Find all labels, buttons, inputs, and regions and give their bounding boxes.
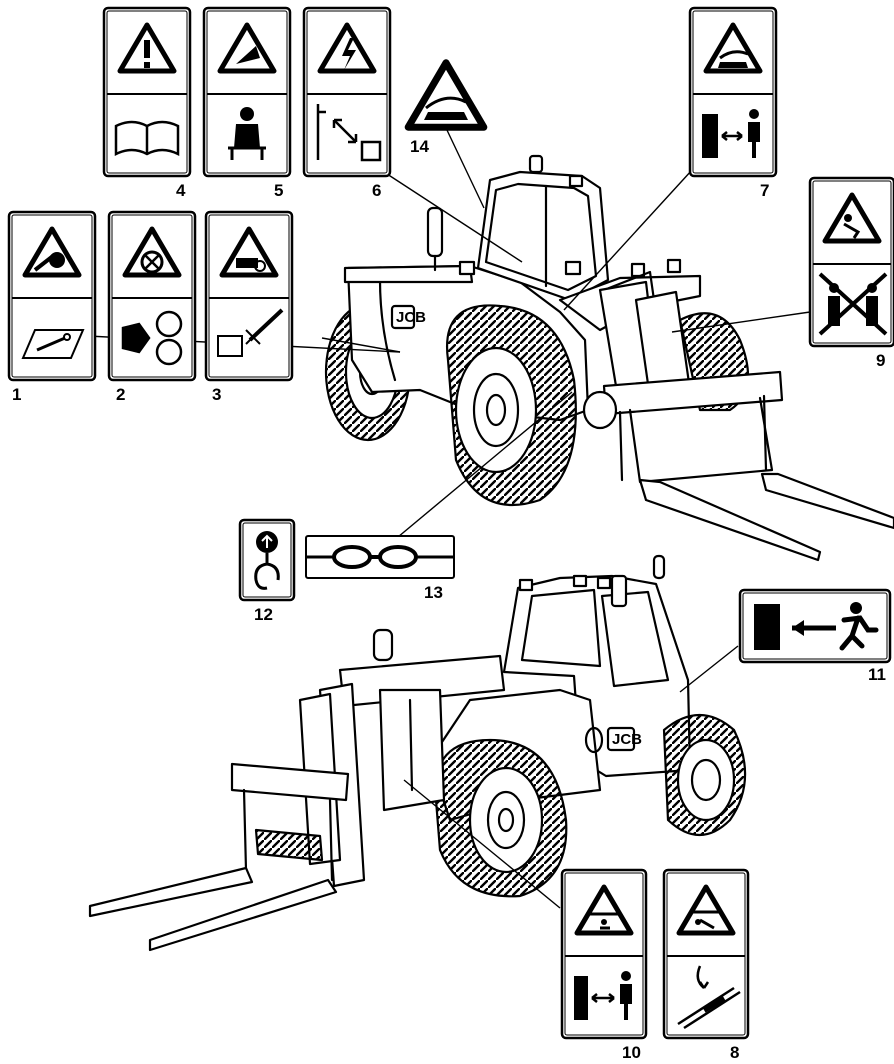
decal-label-11: 11	[868, 665, 886, 684]
decal-11	[738, 588, 892, 664]
keep-distance-icon	[702, 109, 760, 158]
disconnect-service-icon	[217, 308, 284, 357]
front-wheel-lower	[434, 738, 568, 898]
emergency-exit-icon	[754, 602, 879, 651]
decal-label-14: 14	[410, 137, 429, 156]
crush-hazard-warning-icon	[679, 887, 733, 933]
rotating-parts-icon	[121, 310, 183, 366]
seated-operator-icon	[228, 107, 266, 160]
forks	[638, 472, 894, 562]
rear-wheel-lower	[662, 713, 747, 836]
decal-label-1: 1	[12, 385, 22, 404]
decal-label-10: 10	[622, 1043, 641, 1062]
lifting-point-icon	[254, 531, 280, 590]
telehandler-front-view: JCB	[88, 554, 747, 952]
decal-label-2: 2	[116, 385, 126, 404]
decal-label-4: 4	[176, 181, 186, 200]
decal-6	[302, 6, 392, 178]
general-warning-icon	[120, 25, 174, 71]
decal-label-8: 8	[730, 1043, 740, 1062]
falling-object-warning-icon	[25, 229, 79, 275]
forks-lower	[88, 866, 338, 952]
jcb-badge-top: JCB	[396, 309, 426, 326]
decal-3	[204, 210, 294, 382]
manual-tools-icon	[21, 329, 85, 359]
keep-clear-icon	[574, 971, 632, 1020]
telehandler-rear-view: JCB	[324, 154, 894, 562]
decal-label-3: 3	[212, 385, 222, 404]
decal-5	[202, 6, 292, 178]
decal-7	[688, 6, 778, 178]
electrical-hazard-icon	[320, 25, 374, 71]
decal-9	[808, 176, 894, 348]
decal-2	[107, 210, 197, 382]
decal-12	[238, 518, 296, 602]
fork-carriage-lower	[230, 762, 350, 802]
decal-label-7: 7	[760, 181, 770, 200]
decal-10	[560, 868, 648, 1040]
fan-hazard-warning-icon	[125, 229, 179, 275]
decal-1	[7, 210, 97, 382]
decal-label-5: 5	[274, 181, 284, 200]
decal-8	[662, 868, 750, 1040]
falling-person-warning-icon	[825, 195, 879, 241]
decal-14	[408, 63, 484, 127]
machine-hazard-warning-icon	[222, 229, 276, 275]
read-manual-icon	[114, 120, 180, 157]
no-riders-icon	[818, 272, 888, 336]
decal-13	[305, 535, 455, 579]
decal-label-6: 6	[372, 181, 382, 200]
powerline-distance-icon	[316, 104, 382, 162]
decal-label-13: 13	[424, 583, 443, 602]
decal-4	[102, 6, 192, 178]
hot-surface-warning-icon	[706, 25, 760, 71]
decal-label-12: 12	[254, 605, 273, 624]
tie-down-chain-icon	[306, 545, 454, 569]
front-wheel	[446, 304, 577, 507]
hot-surface-warning-icon	[408, 63, 484, 127]
crush-warning-icon	[577, 887, 631, 933]
hydraulic-ram-icon	[677, 965, 741, 1030]
jcb-badge-bottom: JCB	[612, 731, 642, 748]
rollover-warning-icon	[220, 25, 274, 71]
decal-label-9: 9	[876, 351, 886, 370]
